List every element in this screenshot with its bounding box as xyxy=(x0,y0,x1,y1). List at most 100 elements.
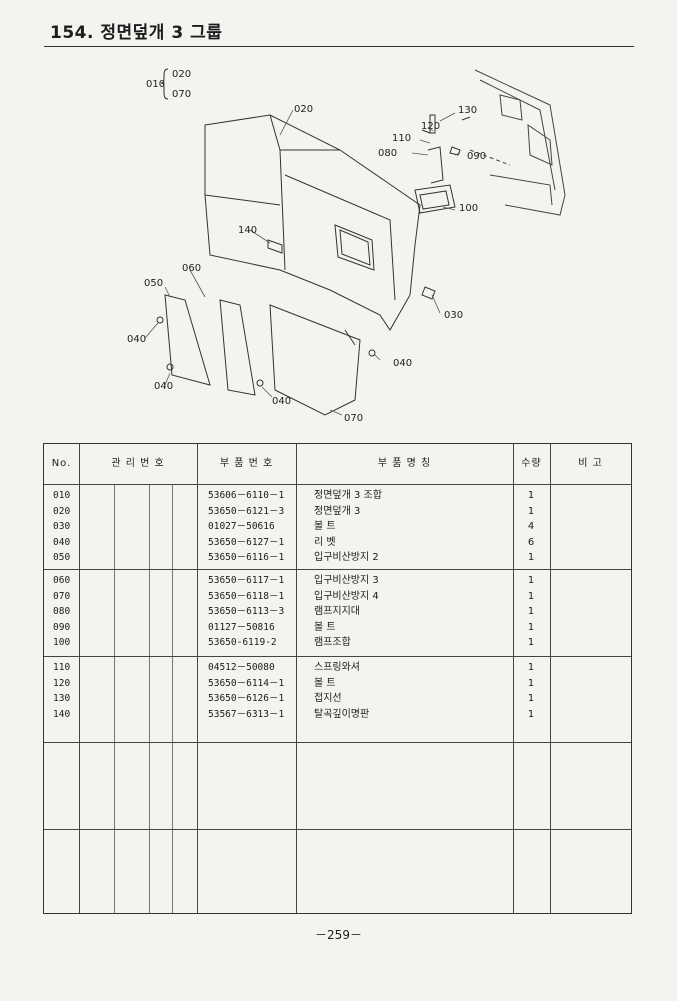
row-no: 050 xyxy=(53,552,71,563)
callout-labels: 010 020 070 020 130 120 110 080 090 100 … xyxy=(127,68,486,424)
row-no: 070 xyxy=(53,590,71,602)
row-part-name: 스프링와셔 xyxy=(314,662,360,673)
row-part-name: 램프지지대 xyxy=(314,606,360,617)
row-qty: 1 xyxy=(527,590,535,602)
row-part-name: 정면덮개 3 조합 xyxy=(314,490,382,501)
row-qty: 1 xyxy=(527,662,535,673)
row-no: 140 xyxy=(53,708,71,720)
row-part-no: 01127－50816 xyxy=(208,621,275,633)
label-070: 070 xyxy=(344,413,363,424)
row-no: 100 xyxy=(53,637,71,648)
parts-table: No. 관 리 번 호 부 품 번 호 부 품 명 칭 수량 비 고 010 5… xyxy=(43,443,632,914)
row-part-name: 볼 트 xyxy=(314,521,336,532)
row-part-no: 53650-6119-2 xyxy=(208,637,277,648)
row-no: 090 xyxy=(53,621,71,633)
label-010: 010 xyxy=(146,79,165,90)
row-no: 110 xyxy=(53,662,71,673)
exploded-parts-diagram: 010 020 070 020 130 120 110 080 090 100 … xyxy=(110,55,590,435)
row-no: 030 xyxy=(53,521,71,532)
label-130: 130 xyxy=(458,105,477,116)
row-qty: 1 xyxy=(527,490,535,501)
row-divider xyxy=(44,656,631,657)
row-part-no: 53650－6114－1 xyxy=(208,677,285,689)
row-part-name: 입구비산방지 4 xyxy=(314,590,379,602)
label-030: 030 xyxy=(444,310,463,321)
col-divider xyxy=(79,444,80,913)
row-qty: 1 xyxy=(527,606,535,617)
row-part-no: 53650－6118－1 xyxy=(208,590,285,602)
lamp-assembly-100 xyxy=(414,114,471,214)
row-no: 080 xyxy=(53,606,71,617)
row-divider xyxy=(44,829,631,830)
row-qty: 1 xyxy=(527,621,535,633)
row-part-name: 접지선 xyxy=(314,693,342,704)
label-100: 100 xyxy=(459,203,478,214)
label-050: 050 xyxy=(144,278,163,289)
col-divider xyxy=(513,444,514,913)
fasteners xyxy=(156,286,436,387)
row-part-name: 리 벳 xyxy=(314,536,336,548)
label-140: 140 xyxy=(238,225,257,236)
row-qty: 4 xyxy=(527,521,535,532)
label-070a: 070 xyxy=(172,89,191,100)
row-part-name: 입구비산방지 3 xyxy=(314,575,379,586)
title-rule xyxy=(44,46,634,47)
row-part-no: 53606－6110－1 xyxy=(208,490,285,501)
header-qty: 수량 xyxy=(521,458,542,469)
row-part-no: 53650－6121－3 xyxy=(208,505,285,517)
row-part-no: 53650－6127－1 xyxy=(208,536,285,548)
row-qty: 1 xyxy=(527,708,535,720)
leader-lines xyxy=(144,109,461,416)
label-040c: 040 xyxy=(154,381,173,392)
row-divider xyxy=(44,569,631,570)
col-divider xyxy=(296,444,297,913)
label-080: 080 xyxy=(378,148,397,159)
row-qty: 6 xyxy=(527,536,535,548)
label-040d: 040 xyxy=(272,396,291,407)
row-part-no: 01027－50616 xyxy=(208,521,275,532)
row-qty: 1 xyxy=(527,505,535,517)
header-part-name: 부 품 명 칭 xyxy=(377,458,432,469)
row-part-no: 53650－6126－1 xyxy=(208,693,285,704)
row-no: 120 xyxy=(53,677,71,689)
row-no: 060 xyxy=(53,575,71,586)
row-part-no: 53650－6116－1 xyxy=(208,552,285,563)
header-note: 비 고 xyxy=(578,458,603,469)
label-020: 020 xyxy=(294,104,313,115)
row-qty: 1 xyxy=(527,552,535,563)
page-title: 154. 정면덮개 3 그룹 xyxy=(50,23,223,43)
row-no: 020 xyxy=(53,505,71,517)
row-no: 130 xyxy=(53,693,71,704)
row-part-no: 04512－50080 xyxy=(208,662,275,673)
col-divider xyxy=(197,444,198,913)
row-qty: 1 xyxy=(527,637,535,648)
label-090: 090 xyxy=(467,151,486,162)
row-part-no: 53567－6313－1 xyxy=(208,708,285,720)
page-number: －259－ xyxy=(315,928,362,942)
row-part-no: 53650－6113－3 xyxy=(208,606,285,617)
row-part-name: 입구비산방지 2 xyxy=(314,552,379,563)
row-no: 010 xyxy=(53,490,71,501)
row-part-name: 볼 트 xyxy=(314,621,336,633)
row-part-name: 탈곡깊이명판 xyxy=(314,708,370,720)
row-part-no: 53650－6117－1 xyxy=(208,575,285,586)
label-120: 120 xyxy=(421,121,440,132)
row-divider xyxy=(44,484,631,485)
diagram-drawing: 010 020 070 020 130 120 110 080 090 100 … xyxy=(127,68,566,424)
row-qty: 1 xyxy=(527,677,535,689)
header-mgmt-no: 관 리 번 호 xyxy=(111,458,165,469)
label-040b: 040 xyxy=(393,358,412,369)
front-cover-020 xyxy=(204,114,421,331)
mgmt-subdivider xyxy=(149,484,150,913)
mgmt-subdivider xyxy=(114,484,115,913)
row-part-name: 램프조합 xyxy=(314,637,351,648)
mgmt-subdivider xyxy=(172,484,173,913)
header-part-no: 부 품 번 호 xyxy=(219,458,274,469)
row-part-name: 볼 트 xyxy=(314,677,336,689)
shields xyxy=(164,294,361,416)
row-part-name: 정면덮개 3 xyxy=(314,505,361,517)
row-no: 040 xyxy=(53,536,71,548)
row-qty: 1 xyxy=(527,693,535,704)
label-020a: 020 xyxy=(172,69,191,80)
label-110: 110 xyxy=(392,133,411,144)
